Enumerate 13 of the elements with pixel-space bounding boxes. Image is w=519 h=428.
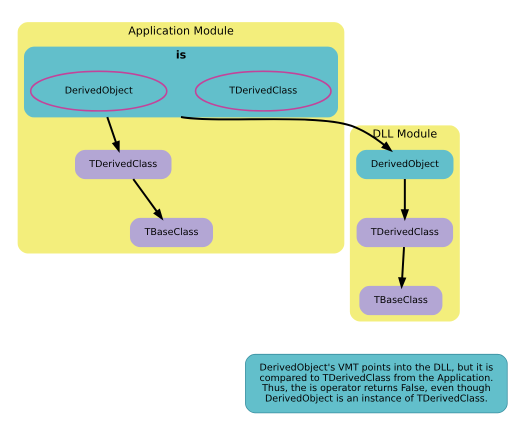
arrow — [106, 116, 120, 152]
node-box: TBaseClass — [130, 217, 214, 247]
node-box: TBaseClass — [359, 285, 442, 315]
node-ellipse: TDerivedClass — [194, 70, 332, 112]
node-box: DerivedObject's VMT points into the DLL, but it is compared to TDerivedClass from the Application. Thus, the is operator returns False, even though DerivedObject is an instance of TDerivedClass. — [245, 353, 508, 413]
arrow — [132, 178, 164, 220]
arrow — [398, 246, 406, 289]
arrow — [180, 116, 393, 152]
node-box: TDerivedClass — [356, 217, 454, 247]
node-box: DerivedObject — [356, 149, 454, 179]
arrow — [400, 178, 409, 221]
node-ellipse: DerivedObject — [30, 70, 168, 112]
node-box: TDerivedClass — [75, 149, 172, 179]
